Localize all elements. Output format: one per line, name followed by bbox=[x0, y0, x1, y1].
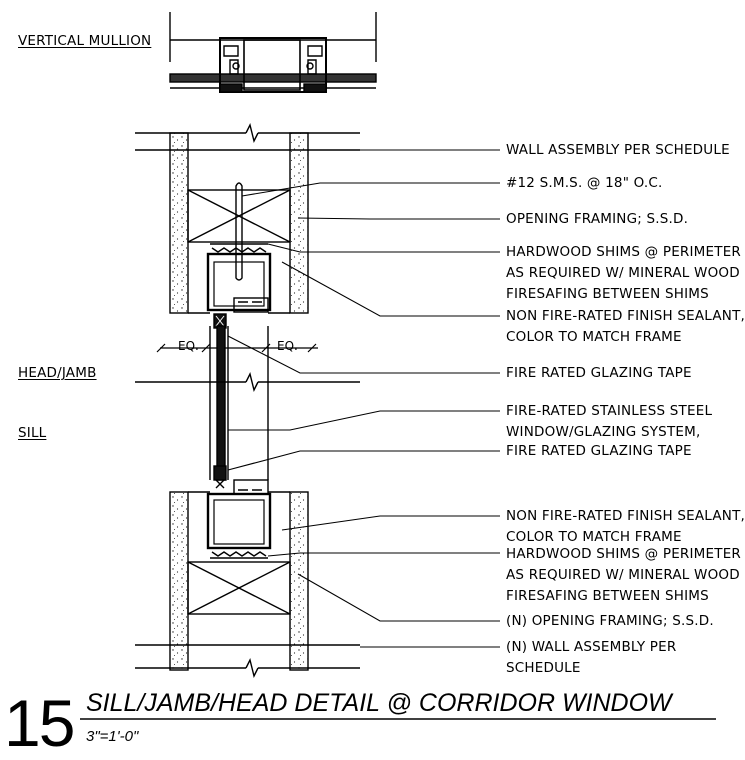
callout-shims-sill-line-2: AS REQUIRED W/ MINERAL WOOD bbox=[506, 567, 740, 583]
section-label-sill: SILL bbox=[18, 425, 47, 441]
section-label-head-jamb: HEAD/JAMB bbox=[18, 365, 97, 381]
detail-scale: 3"=1'-0" bbox=[86, 728, 139, 745]
callout-n-wall-assembly-line-2: SCHEDULE bbox=[506, 660, 581, 676]
callout-sealant-head-line-1: NON FIRE-RATED FINISH SEALANT, bbox=[506, 308, 745, 324]
callout-glazing-tape-1: FIRE RATED GLAZING TAPE bbox=[506, 365, 692, 381]
glazing-panel bbox=[135, 325, 360, 481]
callout-shims-head-line-3: FIRESAFING BETWEEN SHIMS bbox=[506, 286, 709, 302]
callout-sealant-sill-line-2: COLOR TO MATCH FRAME bbox=[506, 529, 682, 545]
callout-glazing-tape-2: FIRE RATED GLAZING TAPE bbox=[506, 443, 692, 459]
eq-label-right: EQ. bbox=[277, 339, 298, 353]
head-jamb-assembly bbox=[135, 122, 360, 329]
eq-dimension bbox=[156, 343, 318, 353]
sill-assembly bbox=[135, 465, 360, 679]
callout-sealant-head-line-2: COLOR TO MATCH FRAME bbox=[506, 329, 682, 345]
callout-leaders bbox=[227, 149, 500, 648]
callout-shims-head-line-1: HARDWOOD SHIMS @ PERIMETER bbox=[506, 244, 742, 260]
callout-shims-sill-line-1: HARDWOOD SHIMS @ PERIMETER bbox=[506, 546, 742, 562]
callout-opening-framing: OPENING FRAMING; S.S.D. bbox=[506, 211, 689, 227]
callout-n-wall-assembly-line-1: (N) WALL ASSEMBLY PER bbox=[506, 639, 677, 655]
callout-sealant-sill-line-1: NON FIRE-RATED FINISH SEALANT, bbox=[506, 508, 745, 524]
callout-window-system-line-1: FIRE-RATED STAINLESS STEEL bbox=[506, 403, 713, 419]
callout-shims-head-line-2: AS REQUIRED W/ MINERAL WOOD bbox=[506, 265, 740, 281]
eq-label-left: EQ. bbox=[178, 339, 199, 353]
callout-n-opening-framing: (N) OPENING FRAMING; S.S.D. bbox=[506, 613, 714, 629]
callout-window-system-line-2: WINDOW/GLAZING SYSTEM, bbox=[506, 424, 701, 440]
detail-number: 15 bbox=[4, 686, 75, 760]
detail-title: SILL/JAMB/HEAD DETAIL @ CORRIDOR WINDOW bbox=[86, 689, 672, 717]
section-label-vertical-mullion: VERTICAL MULLION bbox=[18, 33, 152, 49]
vertical-mullion-detail bbox=[169, 12, 377, 93]
callout-sms: #12 S.M.S. @ 18" O.C. bbox=[506, 175, 663, 191]
callout-wall-assembly: WALL ASSEMBLY PER SCHEDULE bbox=[506, 142, 730, 158]
callout-shims-sill-line-3: FIRESAFING BETWEEN SHIMS bbox=[506, 588, 709, 604]
